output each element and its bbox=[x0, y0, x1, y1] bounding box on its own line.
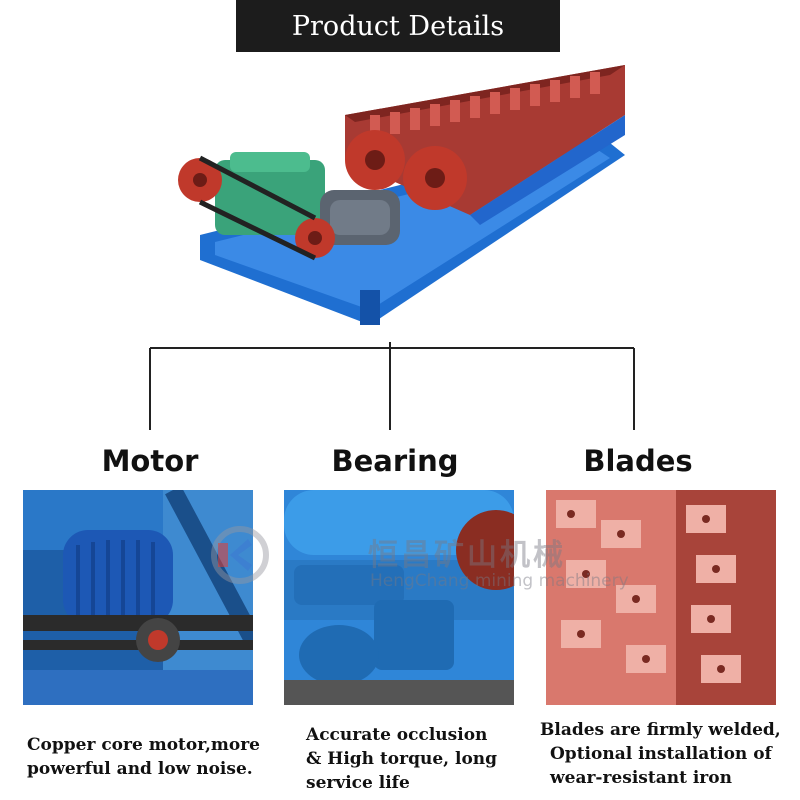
watermark-english: HengChang mining machinery bbox=[370, 571, 629, 591]
motor-desc-line-2: powerful and low noise. bbox=[27, 759, 253, 779]
motor-desc-line-1: Copper core motor,more bbox=[27, 735, 260, 755]
spiral-classifier-image bbox=[178, 65, 625, 325]
bearing-photo bbox=[284, 490, 514, 705]
bearing-desc-line-2: & High torque, long bbox=[306, 749, 498, 769]
watermark-logo-icon bbox=[211, 526, 269, 584]
banner-title: Product Details bbox=[291, 10, 505, 42]
blades-description: Blades are firmly welded, Optional insta… bbox=[540, 718, 781, 790]
connector-bracket bbox=[149, 342, 635, 430]
blades-desc-line-3: wear-resistant iron bbox=[550, 768, 732, 788]
blades-desc-line-2: Optional installation of bbox=[550, 744, 772, 764]
bearing-description: Accurate occlusion & High torque, long s… bbox=[306, 723, 497, 795]
motor-description: Copper core motor,more powerful and low … bbox=[27, 733, 260, 781]
blades-desc-line-1: Blades are firmly welded, bbox=[540, 720, 781, 740]
bearing-desc-line-3: service life bbox=[306, 773, 410, 793]
product-details-banner: Product Details bbox=[236, 0, 560, 52]
motor-photo bbox=[23, 490, 253, 705]
feature-title-blades: Blades bbox=[583, 444, 693, 478]
watermark-chinese: 恒昌矿山机械 bbox=[368, 538, 566, 573]
bearing-desc-line-1: Accurate occlusion bbox=[306, 725, 488, 745]
blades-photo bbox=[546, 490, 776, 705]
feature-title-bearing: Bearing bbox=[331, 444, 459, 478]
feature-title-motor: Motor bbox=[101, 444, 199, 478]
